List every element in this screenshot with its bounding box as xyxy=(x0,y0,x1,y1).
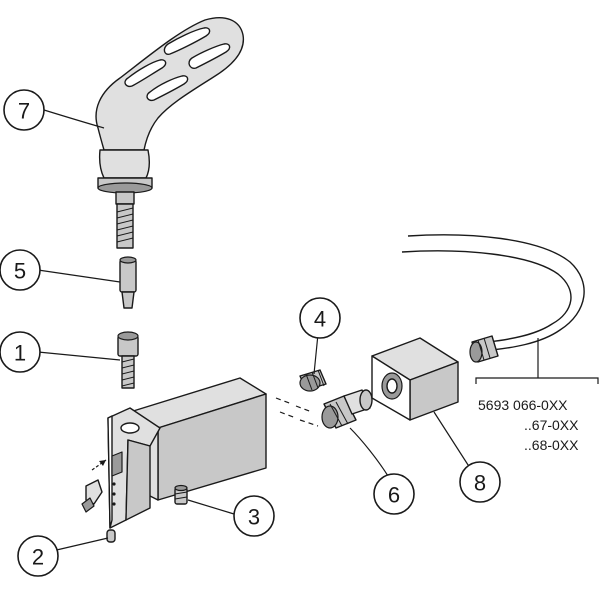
svg-text:1: 1 xyxy=(14,341,26,366)
order-code-bracket xyxy=(475,338,599,384)
part-6-coolant-nipple xyxy=(321,389,373,429)
order-code-1: 5693 066-0XX xyxy=(478,397,568,413)
callout-3: 3 xyxy=(233,495,275,537)
callout-6: 6 xyxy=(373,473,415,515)
leader-1 xyxy=(37,351,121,361)
callout-2: 2 xyxy=(17,535,59,577)
part-8-adapter-block xyxy=(371,337,459,421)
leader-3 xyxy=(187,499,235,515)
svg-text:8: 8 xyxy=(474,471,486,496)
svg-text:6: 6 xyxy=(388,483,400,508)
order-code-2: ..67-0XX xyxy=(524,417,579,433)
leader-4 xyxy=(313,333,319,375)
part-4-plug-screw xyxy=(299,369,327,392)
svg-text:5: 5 xyxy=(14,259,26,284)
order-code-3: ..68-0XX xyxy=(524,437,579,453)
part-5-bit xyxy=(119,256,137,309)
part-1-cap-screw xyxy=(117,331,139,389)
svg-text:3: 3 xyxy=(248,505,260,530)
coolant-hose xyxy=(401,234,585,363)
part-2-pin xyxy=(106,529,116,543)
callout-7: 7 xyxy=(3,89,45,131)
leader-6 xyxy=(349,427,389,477)
leader-2 xyxy=(47,537,109,553)
callout-4: 4 xyxy=(299,297,341,339)
leader-5 xyxy=(37,269,121,283)
part-7-handle-key xyxy=(95,17,245,249)
assembly-dashed-line xyxy=(275,397,319,427)
leader-7 xyxy=(43,109,105,129)
part-3-set-screw xyxy=(174,484,188,505)
callout-8: 8 xyxy=(459,461,501,503)
tool-holder-body xyxy=(81,377,267,529)
svg-text:2: 2 xyxy=(32,545,44,570)
callout-1: 1 xyxy=(0,331,41,373)
leader-8 xyxy=(433,411,471,469)
svg-text:7: 7 xyxy=(18,99,30,124)
callout-5: 5 xyxy=(0,249,41,291)
order-code-block: 5693 066-0XX ..67-0XX ..68-0XX xyxy=(475,338,599,453)
svg-text:4: 4 xyxy=(314,307,326,332)
